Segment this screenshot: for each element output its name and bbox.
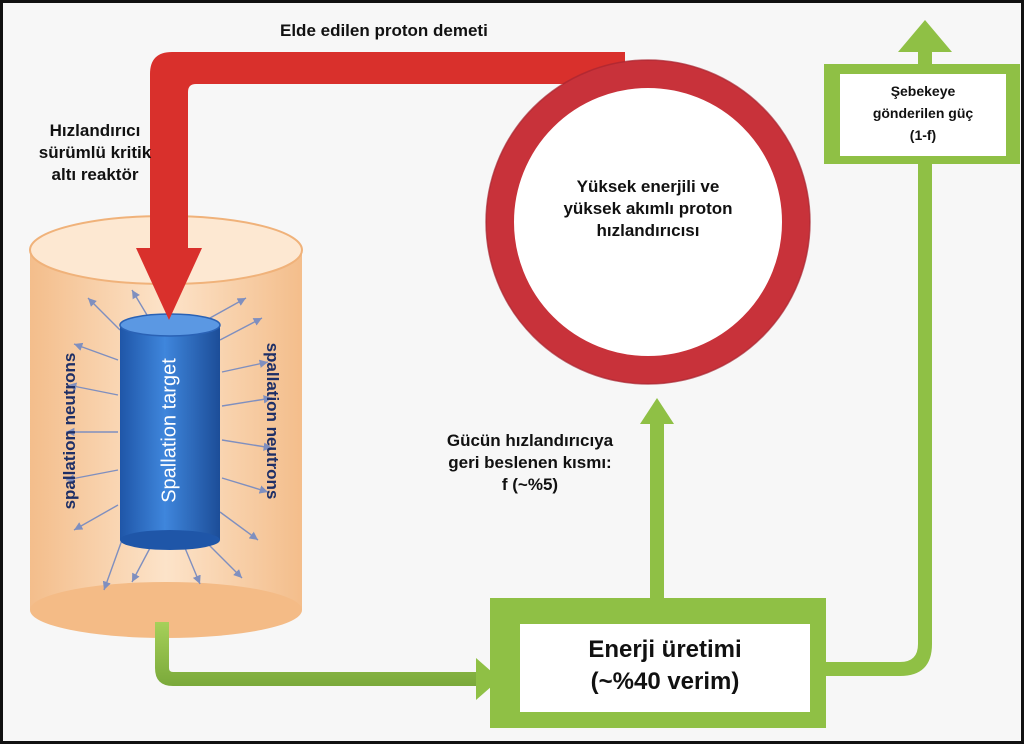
neutron-arrow	[87, 297, 121, 331]
reactor-to-energy-arrow	[155, 622, 500, 700]
feedback-label-line2: geri beslenen kısmı:	[448, 453, 612, 472]
neutrons-left-label: spallation neutrons	[60, 352, 79, 510]
beam-label: Elde edilen proton demeti	[280, 21, 488, 40]
accelerator-label-line3: hızlandırıcısı	[596, 221, 700, 240]
feedback-arrow	[640, 398, 674, 600]
grid-label-line3: (1-f)	[909, 127, 937, 143]
energy-box: Enerji üretimi (~%40 verim)	[520, 624, 810, 712]
reactor-label-line3: altı reaktör	[51, 165, 139, 184]
spallation-target	[119, 313, 221, 550]
reactor-label-line1: Hızlandırıcı	[49, 121, 141, 140]
neutron-arrow	[221, 395, 273, 407]
energy-title: Enerji üretimi	[588, 636, 742, 663]
accelerator-label-line1: Yüksek enerjili ve	[576, 177, 720, 196]
neutron-arrow	[219, 511, 259, 541]
feedback-label-line1: Gücün hızlandırıcıya	[446, 431, 614, 450]
neutron-arrow	[203, 539, 243, 579]
grid-label-line1: Şebekeye	[890, 83, 956, 99]
neutron-arrow	[219, 317, 263, 341]
neutron-arrow	[221, 477, 269, 494]
neutron-arrows	[65, 289, 273, 591]
energy-efficiency: (~%40 verim)	[590, 668, 740, 695]
accelerator-label: Yüksek enerjili ve yüksek akımlı proton …	[538, 176, 758, 242]
grid-label-line2: gönderilen güç	[872, 105, 974, 121]
neutron-arrow	[131, 547, 151, 583]
neutron-arrow	[221, 439, 273, 451]
reactor-label-line2: sürümlü kritik	[38, 143, 152, 162]
neutron-arrow	[209, 297, 247, 319]
feedback-label-line3: f (~%5)	[501, 475, 559, 494]
neutron-arrow	[65, 469, 119, 483]
neutron-arrow	[184, 547, 201, 585]
neutron-arrow	[102, 539, 123, 591]
neutron-arrow	[221, 359, 269, 373]
neutron-arrow	[73, 504, 119, 531]
accelerator-ring	[485, 59, 811, 385]
target-label: Spallation target	[158, 358, 181, 503]
accelerator-label-line2: yüksek akımlı proton	[563, 199, 733, 218]
feedback-label: Gücün hızlandırıcıya geri beslenen kısmı…	[430, 430, 630, 496]
proton-beam-arrow	[136, 52, 625, 320]
neutron-arrow	[73, 342, 119, 361]
reactor-label: Hızlandırıcı sürümlü kritik altı reaktör	[30, 120, 160, 186]
neutron-arrow	[67, 382, 119, 396]
grid-box: Şebekeye gönderilen güç (1-f)	[840, 74, 1006, 156]
neutrons-right-label: spallation neutrons	[263, 342, 282, 500]
